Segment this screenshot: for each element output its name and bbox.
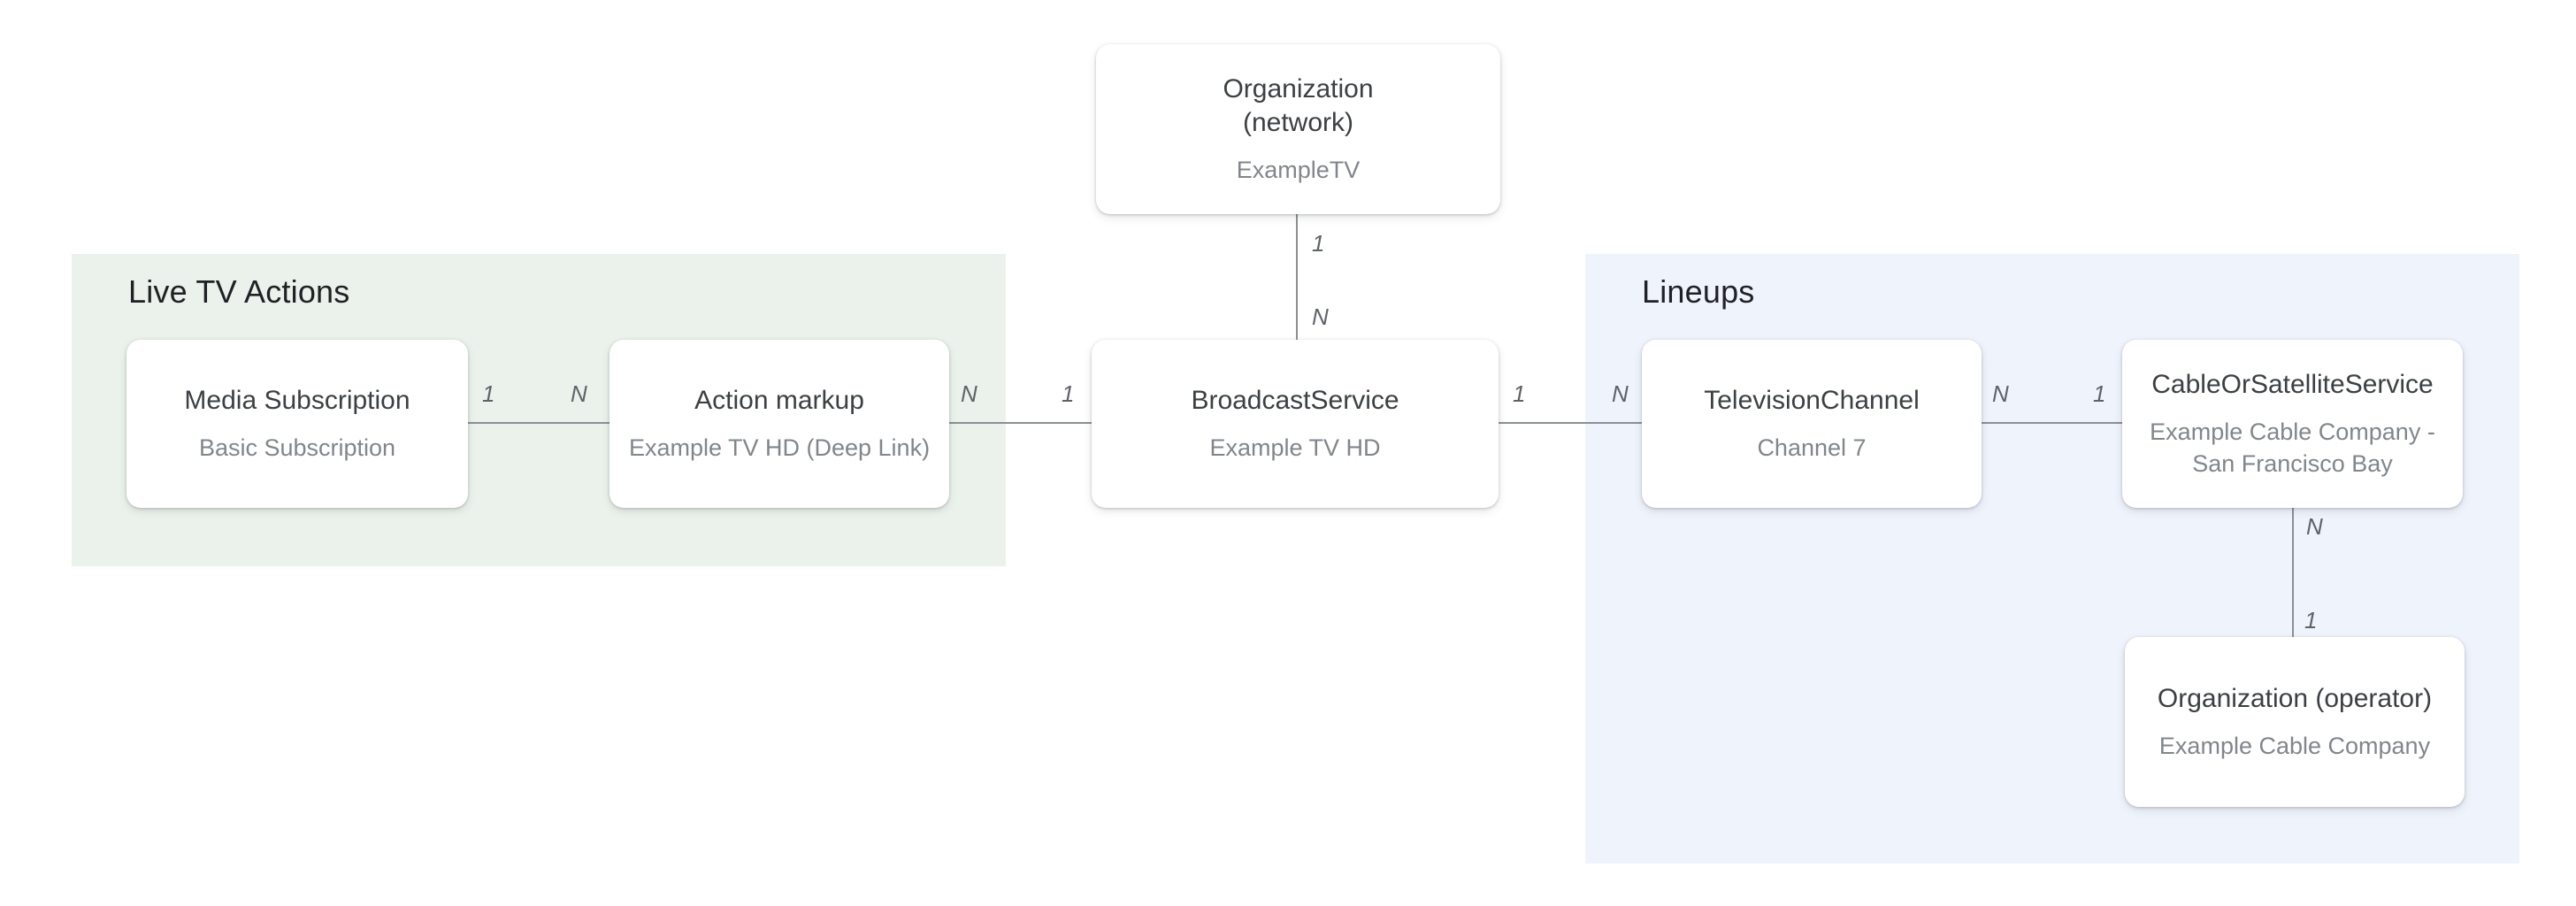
node-title: Organization (network) <box>1223 73 1374 137</box>
group-title-lineups: Lineups <box>1642 273 1755 310</box>
node-subtitle: Example Cable Company - San Francisco Ba… <box>2150 418 2435 477</box>
cardinality-label: 1 <box>482 380 495 407</box>
node-subtitle: Basic Subscription <box>198 434 396 461</box>
cardinality-label: N <box>1612 380 1629 407</box>
cardinality-label: N <box>961 380 978 407</box>
edge-action-markup-broadcast-service <box>949 422 1092 424</box>
edge-organization-network-broadcast-service <box>1296 214 1298 340</box>
cardinality-label: 1 <box>2093 380 2106 407</box>
node-subtitle: Example TV HD <box>1209 434 1381 461</box>
node-subtitle: Channel 7 <box>1757 434 1867 461</box>
cardinality-label: 1 <box>1312 230 1325 257</box>
edge-media-subscription-action-markup <box>468 422 610 424</box>
cardinality-label: N <box>2306 513 2323 540</box>
node-subtitle: Example Cable Company <box>2158 733 2431 759</box>
node-subtitle: Example TV HD (Deep Link) <box>628 434 931 461</box>
edge-television-channel-cable-or-satellite-service <box>1982 422 2122 424</box>
cardinality-label: N <box>1992 380 2009 407</box>
cardinality-label: 1 <box>1513 380 1526 407</box>
node-title: CableOrSatelliteService <box>2151 370 2434 400</box>
node-title: Organization (operator) <box>2157 683 2433 713</box>
edge-broadcast-service-television-channel <box>1499 422 1642 424</box>
edge-cable-or-satellite-service-organization-operator <box>2292 508 2294 637</box>
node-organization-operator: Organization (operator) Example Cable Co… <box>2125 637 2465 807</box>
node-title: BroadcastService <box>1191 385 1399 415</box>
node-action-markup: Action markup Example TV HD (Deep Link) <box>610 340 949 508</box>
cardinality-label: N <box>1312 303 1329 330</box>
node-television-channel: TelevisionChannel Channel 7 <box>1642 340 1982 508</box>
node-cable-or-satellite-service: CableOrSatelliteService Example Cable Co… <box>2122 340 2463 508</box>
cardinality-label: 1 <box>2304 607 2318 633</box>
node-broadcast-service: BroadcastService Example TV HD <box>1092 340 1499 508</box>
node-title: TelevisionChannel <box>1704 385 1920 415</box>
cardinality-label: N <box>571 380 587 407</box>
node-organization-network: Organization (network) ExampleTV <box>1096 44 1500 214</box>
node-subtitle: ExampleTV <box>1236 157 1361 184</box>
node-title: Media Subscription <box>184 385 410 415</box>
group-title-live-tv-actions: Live TV Actions <box>128 273 350 310</box>
node-media-subscription: Media Subscription Basic Subscription <box>126 340 468 508</box>
cardinality-label: 1 <box>1062 380 1075 407</box>
node-title: Action markup <box>694 385 864 415</box>
